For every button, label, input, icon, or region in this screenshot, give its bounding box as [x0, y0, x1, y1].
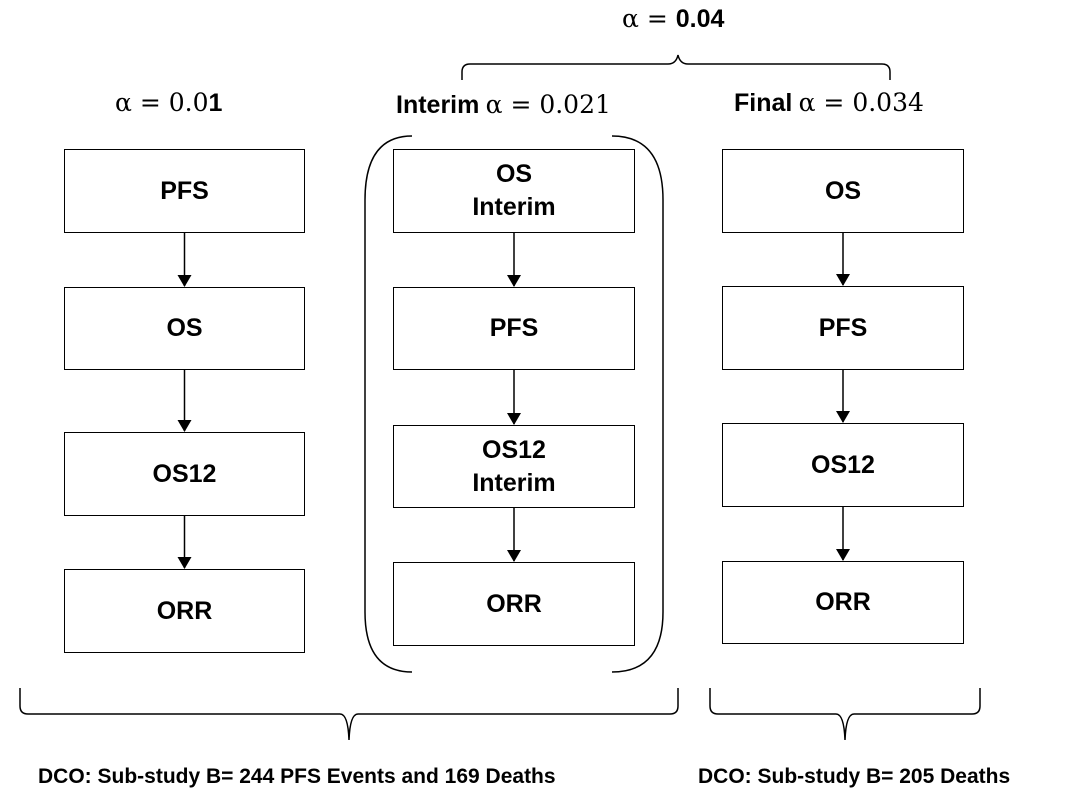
bottom-brace-left: [19, 688, 679, 741]
col2-os-interim-box: OS Interim: [393, 149, 635, 233]
box-label: OS: [824, 176, 862, 205]
top-brace: [461, 54, 891, 80]
col3-os-box: OS: [722, 149, 964, 233]
box-label: PFS: [160, 176, 209, 205]
box-label-line1: OS: [495, 160, 533, 188]
col1-os-box: OS: [64, 287, 305, 370]
arrow-group: [177, 233, 850, 569]
column-2-heading: Interim α = 0.021: [396, 90, 611, 119]
footer-right-dco: DCO: Sub-study B= 205 Deaths: [698, 765, 1011, 788]
column-1-heading: α = 0.01: [115, 88, 223, 117]
col2-os12-interim-box: OS12 Interim: [393, 425, 635, 508]
col3-os12-box: OS12: [722, 423, 964, 507]
bottom-brace-right: [709, 688, 981, 741]
top-alpha-label: α = 0.04: [622, 4, 725, 33]
box-label-line2: Interim: [472, 468, 556, 497]
box-label: OS12: [152, 459, 217, 488]
interim-group-bracket: [364, 135, 664, 673]
footer-left-dco: DCO: Sub-study B= 244 PFS Events and 169…: [38, 765, 556, 788]
col1-orr-box: ORR: [64, 569, 305, 653]
box-label: OS: [166, 314, 203, 342]
box-label: OS12: [811, 450, 875, 479]
col2-pfs-box: PFS: [393, 287, 635, 370]
col1-os12-box: OS12: [64, 432, 305, 516]
col3-orr-box: ORR: [722, 561, 964, 644]
box-label: PFS: [818, 313, 868, 342]
column-3-heading: Final α = 0.034: [734, 88, 924, 117]
col1-pfs-box: PFS: [64, 149, 305, 233]
box-label: PFS: [489, 314, 539, 342]
col3-pfs-box: PFS: [722, 286, 964, 370]
box-label-line1: OS12: [482, 435, 546, 464]
box-label: ORR: [815, 588, 871, 616]
box-label-line2: Interim: [472, 193, 556, 221]
box-label: ORR: [156, 596, 213, 625]
box-label: ORR: [486, 589, 542, 618]
col2-orr-box: ORR: [393, 562, 635, 646]
